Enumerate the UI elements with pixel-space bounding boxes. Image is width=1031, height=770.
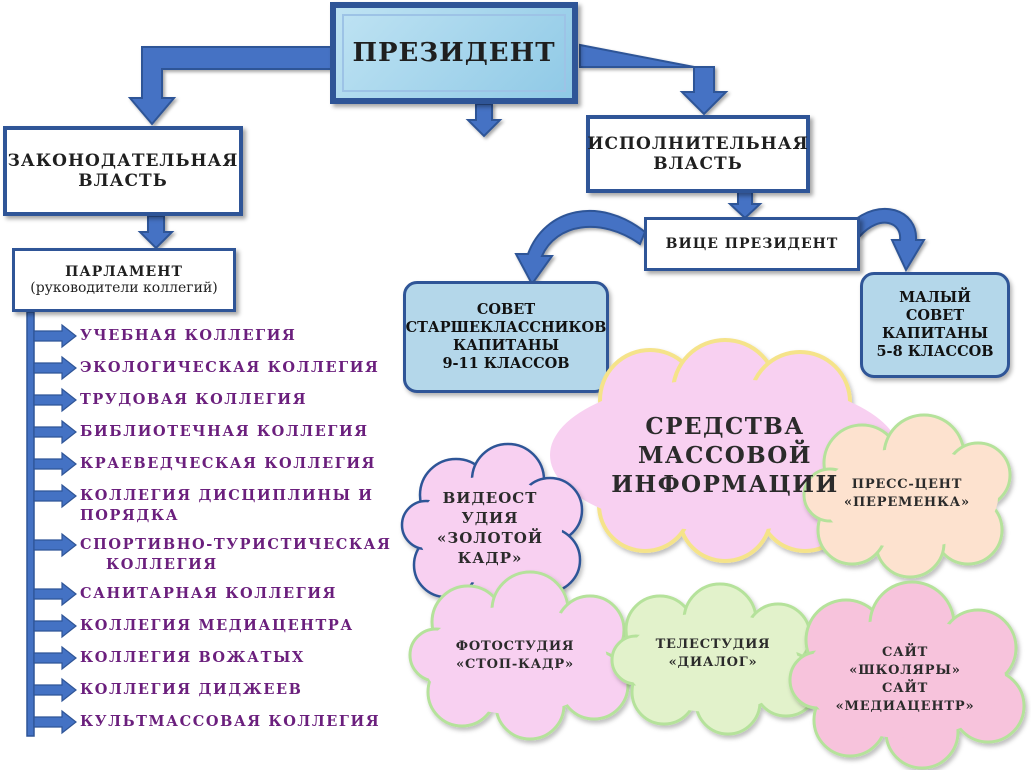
college-item: БИБЛИОТЕЧНАЯ КОЛЛЕГИЯ bbox=[80, 422, 369, 442]
media-main-line3: ИНФОРМАЦИИ bbox=[611, 470, 839, 498]
cloud-photo-studio-text: ФОТОСТУДИЯ «СТОП-КАДР» bbox=[440, 634, 590, 678]
press-line2: «ПЕРЕМЕНКА» bbox=[844, 495, 970, 510]
senior-council-line1: СОВЕТ bbox=[476, 301, 536, 318]
video-line2: УДИЯ bbox=[461, 509, 519, 527]
college-item: КОЛЛЕГИЯ ДИДЖЕЕВ bbox=[80, 680, 303, 700]
cloud-main-media-text: СРЕДСТВА МАССОВОЙ ИНФОРМАЦИИ bbox=[600, 400, 850, 510]
college-label: САНИТАРНАЯ КОЛЛЕГИЯ bbox=[80, 585, 338, 602]
small-council-line2: СОВЕТ bbox=[905, 307, 965, 324]
arrow-president-to-legislative bbox=[127, 46, 341, 126]
video-line3: «ЗОЛОТОЙ bbox=[437, 529, 543, 547]
senior-council-line3: КАПИТАНЫ bbox=[452, 337, 560, 354]
college-label: ЭКОЛОГИЧЕСКАЯ КОЛЛЕГИЯ bbox=[80, 359, 380, 376]
college-item: КОЛЛЕГИЯ ДИСЦИПЛИНЫ И ПОРЯДКА bbox=[80, 486, 374, 526]
site-line3: САЙТ bbox=[881, 681, 929, 696]
legislative-line2: ВЛАСТЬ bbox=[78, 171, 168, 191]
video-line1: ВИДЕОСТ bbox=[442, 489, 538, 507]
site-line1: САЙТ bbox=[881, 645, 929, 660]
cloud-site-text: САЙТ «ШКОЛЯРЫ» САЙТ «МЕДИАЦЕНТР» bbox=[825, 640, 985, 720]
college-arrow bbox=[33, 709, 77, 735]
tv-line1: ТЕЛЕСТУДИЯ bbox=[655, 637, 771, 652]
small-council-box: МАЛЫЙ СОВЕТ КАПИТАНЫ 5-8 КЛАССОВ bbox=[860, 272, 1010, 378]
college-item: ТРУДОВАЯ КОЛЛЕГИЯ bbox=[80, 390, 307, 410]
college-label: КРАЕВЕДЧЕСКАЯ КОЛЛЕГИЯ bbox=[80, 455, 377, 472]
college-label: КОЛЛЕГИЯ ДИДЖЕЕВ bbox=[80, 681, 303, 698]
college-arrow bbox=[33, 451, 77, 477]
college-arrow bbox=[33, 677, 77, 703]
small-council-line4: 5-8 КЛАССОВ bbox=[876, 343, 994, 360]
tv-line2: «ДИАЛОГ» bbox=[668, 655, 758, 670]
executive-line2: ВЛАСТЬ bbox=[653, 154, 743, 174]
college-arrow bbox=[33, 387, 77, 413]
college-item: КОЛЛЕГИЯ МЕДИАЦЕНТРА bbox=[80, 616, 354, 636]
college-item: КУЛЬТМАССОВАЯ КОЛЛЕГИЯ bbox=[80, 712, 380, 732]
college-label: КОЛЛЕГИЯ ДИСЦИПЛИНЫ И bbox=[80, 487, 374, 504]
executive-line1: ИСПОЛНИТЕЛЬНАЯ bbox=[587, 134, 809, 154]
president-box: ПРЕЗИДЕНТ bbox=[330, 2, 578, 104]
college-arrows bbox=[33, 323, 77, 735]
parliament-title: ПАРЛАМЕНТ bbox=[65, 264, 183, 280]
arrow-president-down bbox=[465, 103, 503, 138]
cloud-video-studio-text: ВИДЕОСТ УДИЯ «ЗОЛОТОЙ КАДР» bbox=[430, 480, 550, 576]
senior-council-box: СОВЕТ СТАРШЕКЛАССНИКОВ КАПИТАНЫ 9-11 КЛА… bbox=[403, 281, 609, 393]
college-label: СПОРТИВНО-ТУРИСТИЧЕСКАЯ bbox=[80, 536, 392, 553]
college-item: КОЛЛЕГИЯ ВОЖАТЫХ bbox=[80, 648, 305, 668]
media-main-line2: МАССОВОЙ bbox=[637, 441, 813, 469]
college-label-cont: КОЛЛЕГИЯ bbox=[106, 556, 218, 573]
photo-line1: ФОТОСТУДИЯ bbox=[455, 639, 575, 654]
college-arrow bbox=[33, 645, 77, 671]
college-label-cont: ПОРЯДКА bbox=[80, 507, 180, 524]
arrow-executive-to-vice bbox=[727, 191, 763, 220]
photo-line2: «СТОП-КАДР» bbox=[456, 657, 574, 672]
legislative-line1: ЗАКОНОДАТЕЛЬНАЯ bbox=[7, 151, 239, 171]
college-label: КОЛЛЕГИЯ МЕДИАЦЕНТРА bbox=[80, 617, 354, 634]
college-arrow bbox=[33, 613, 77, 639]
college-label: УЧЕБНАЯ КОЛЛЕГИЯ bbox=[80, 327, 297, 344]
press-line1: ПРЕСС-ЦЕНТ bbox=[851, 477, 963, 492]
college-label: КОЛЛЕГИЯ ВОЖАТЫХ bbox=[80, 649, 305, 666]
college-label: ТРУДОВАЯ КОЛЛЕГИЯ bbox=[80, 391, 308, 408]
college-arrow bbox=[33, 532, 77, 558]
site-line4: «МЕДИАЦЕНТР» bbox=[835, 699, 975, 714]
president-label: ПРЕЗИДЕНТ bbox=[352, 38, 556, 68]
college-arrow bbox=[33, 581, 77, 607]
cloud-tv-studio-text: ТЕЛЕСТУДИЯ «ДИАЛОГ» bbox=[638, 632, 788, 676]
parliament-box: ПАРЛАМЕНТ (руководители коллегий) bbox=[12, 248, 236, 312]
parliament-subtitle: (руководители коллегий) bbox=[30, 280, 218, 296]
executive-box: ИСПОЛНИТЕЛЬНАЯ ВЛАСТЬ bbox=[586, 115, 810, 193]
media-main-line1: СРЕДСТВА bbox=[645, 412, 805, 440]
college-arrow bbox=[33, 483, 77, 509]
college-label: КУЛЬТМАССОВАЯ КОЛЛЕГИЯ bbox=[80, 713, 381, 730]
college-item: САНИТАРНАЯ КОЛЛЕГИЯ bbox=[80, 584, 337, 604]
colleges-spine bbox=[26, 311, 35, 737]
senior-council-line2: СТАРШЕКЛАССНИКОВ bbox=[405, 319, 607, 336]
legislative-box: ЗАКОНОДАТЕЛЬНАЯ ВЛАСТЬ bbox=[3, 126, 243, 216]
college-item: СПОРТИВНО-ТУРИСТИЧЕСКАЯ КОЛЛЕГИЯ bbox=[80, 535, 391, 575]
arrow-president-to-executive bbox=[579, 43, 729, 116]
vice-president-label: ВИЦЕ ПРЕЗИДЕНТ bbox=[665, 236, 839, 252]
cloud-press-center-text: ПРЕСС-ЦЕНТ «ПЕРЕМЕНКА» bbox=[832, 472, 982, 516]
senior-council-line4: 9-11 КЛАССОВ bbox=[442, 355, 570, 372]
small-council-line1: МАЛЫЙ bbox=[899, 289, 971, 306]
college-arrow bbox=[33, 419, 77, 445]
video-line4: КАДР» bbox=[457, 549, 523, 567]
site-line2: «ШКОЛЯРЫ» bbox=[849, 663, 961, 678]
arrow-legislative-to-parliament bbox=[137, 215, 175, 250]
college-label: БИБЛИОТЕЧНАЯ КОЛЛЕГИЯ bbox=[80, 423, 369, 440]
college-arrow bbox=[33, 355, 77, 381]
arrow-vice-to-small bbox=[848, 207, 926, 273]
college-item: КРАЕВЕДЧЕСКАЯ КОЛЛЕГИЯ bbox=[80, 454, 376, 474]
college-item: ЭКОЛОГИЧЕСКАЯ КОЛЛЕГИЯ bbox=[80, 358, 379, 378]
college-arrow bbox=[33, 323, 77, 349]
vice-president-box: ВИЦЕ ПРЕЗИДЕНТ bbox=[644, 217, 860, 271]
small-council-line3: КАПИТАНЫ bbox=[881, 325, 989, 342]
college-item: УЧЕБНАЯ КОЛЛЕГИЯ bbox=[80, 326, 296, 346]
